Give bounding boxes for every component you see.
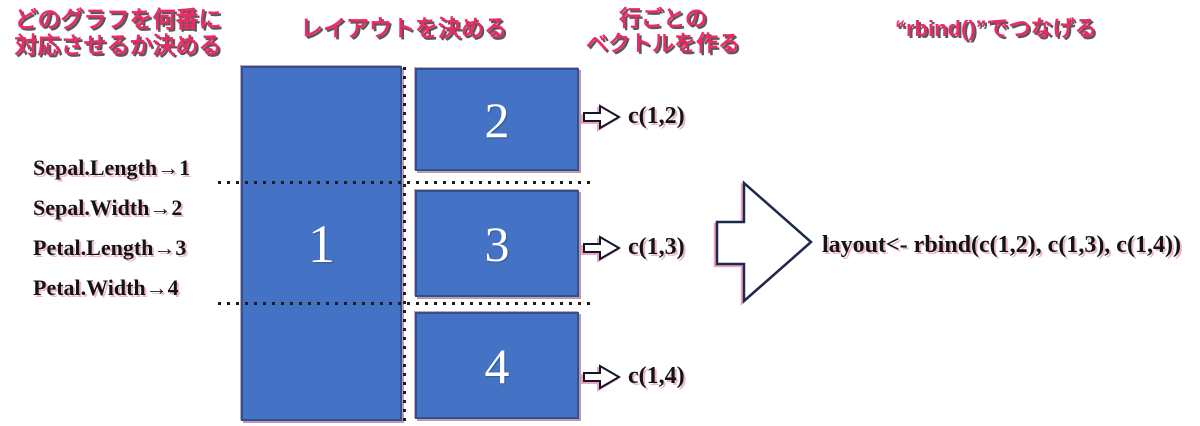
step-header-assign: どのグラフを何番に 対応させるか決める	[14, 6, 222, 58]
right-arrow-icon	[583, 364, 621, 390]
mapping-label-sepal-length: Sepal.Length→1	[33, 155, 191, 180]
right-arrow-icon	[583, 235, 621, 261]
dotted-separator-columns	[403, 64, 406, 421]
layout-box-3: 3	[415, 190, 579, 297]
result-code: layout<- rbind(c(1,2), c(1,3), c(1,4))	[822, 232, 1181, 258]
layout-box-1: 1	[241, 66, 402, 421]
step-header-rbind: “rbind()”でつなげる	[895, 16, 1097, 41]
layout-box-3-number: 3	[484, 215, 510, 272]
layout-box-4: 4	[415, 312, 579, 419]
layout-box-1-number: 1	[308, 213, 335, 274]
right-arrow-icon	[583, 104, 621, 130]
step-header-vectors: 行ごとの ベクトルを作る	[585, 6, 740, 56]
layout-box-4-number: 4	[484, 337, 510, 394]
big-right-arrow-icon	[715, 180, 813, 304]
step-header-layout: レイアウトを決める	[300, 15, 507, 41]
mapping-label-sepal-width: Sepal.Width→2	[33, 195, 183, 220]
mapping-label-petal-width: Petal.Width→4	[33, 275, 179, 300]
mapping-label-petal-length: Petal.Length→3	[33, 235, 187, 260]
layout-box-2: 2	[415, 68, 579, 171]
vector-label-row2: c(1,3)	[628, 234, 685, 260]
layout-box-2-number: 2	[484, 91, 510, 148]
vector-label-row1: c(1,2)	[628, 103, 685, 129]
vector-label-row3: c(1,4)	[628, 363, 685, 389]
